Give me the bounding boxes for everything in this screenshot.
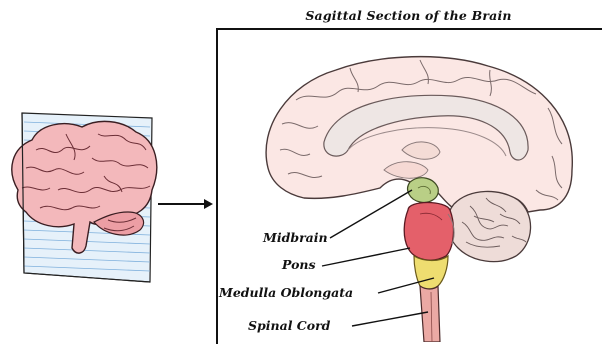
pons-region bbox=[404, 203, 453, 261]
spinal-cord-region bbox=[420, 286, 440, 342]
midbrain-region bbox=[408, 178, 439, 203]
transition-arrow bbox=[158, 199, 213, 209]
label-pons: Pons bbox=[282, 257, 316, 272]
spinal-cord-leader-line bbox=[352, 312, 428, 326]
midbrain-leader-line bbox=[330, 190, 412, 238]
medulla-region bbox=[414, 256, 448, 289]
label-spinal-cord: Spinal Cord bbox=[248, 318, 330, 333]
label-midbrain: Midbrain bbox=[263, 230, 328, 245]
label-medulla-oblongata: Medulla Oblongata bbox=[219, 285, 353, 300]
cerebellum bbox=[448, 191, 531, 261]
whole-brain-illustration bbox=[12, 113, 157, 282]
pons-leader-line bbox=[322, 248, 410, 266]
